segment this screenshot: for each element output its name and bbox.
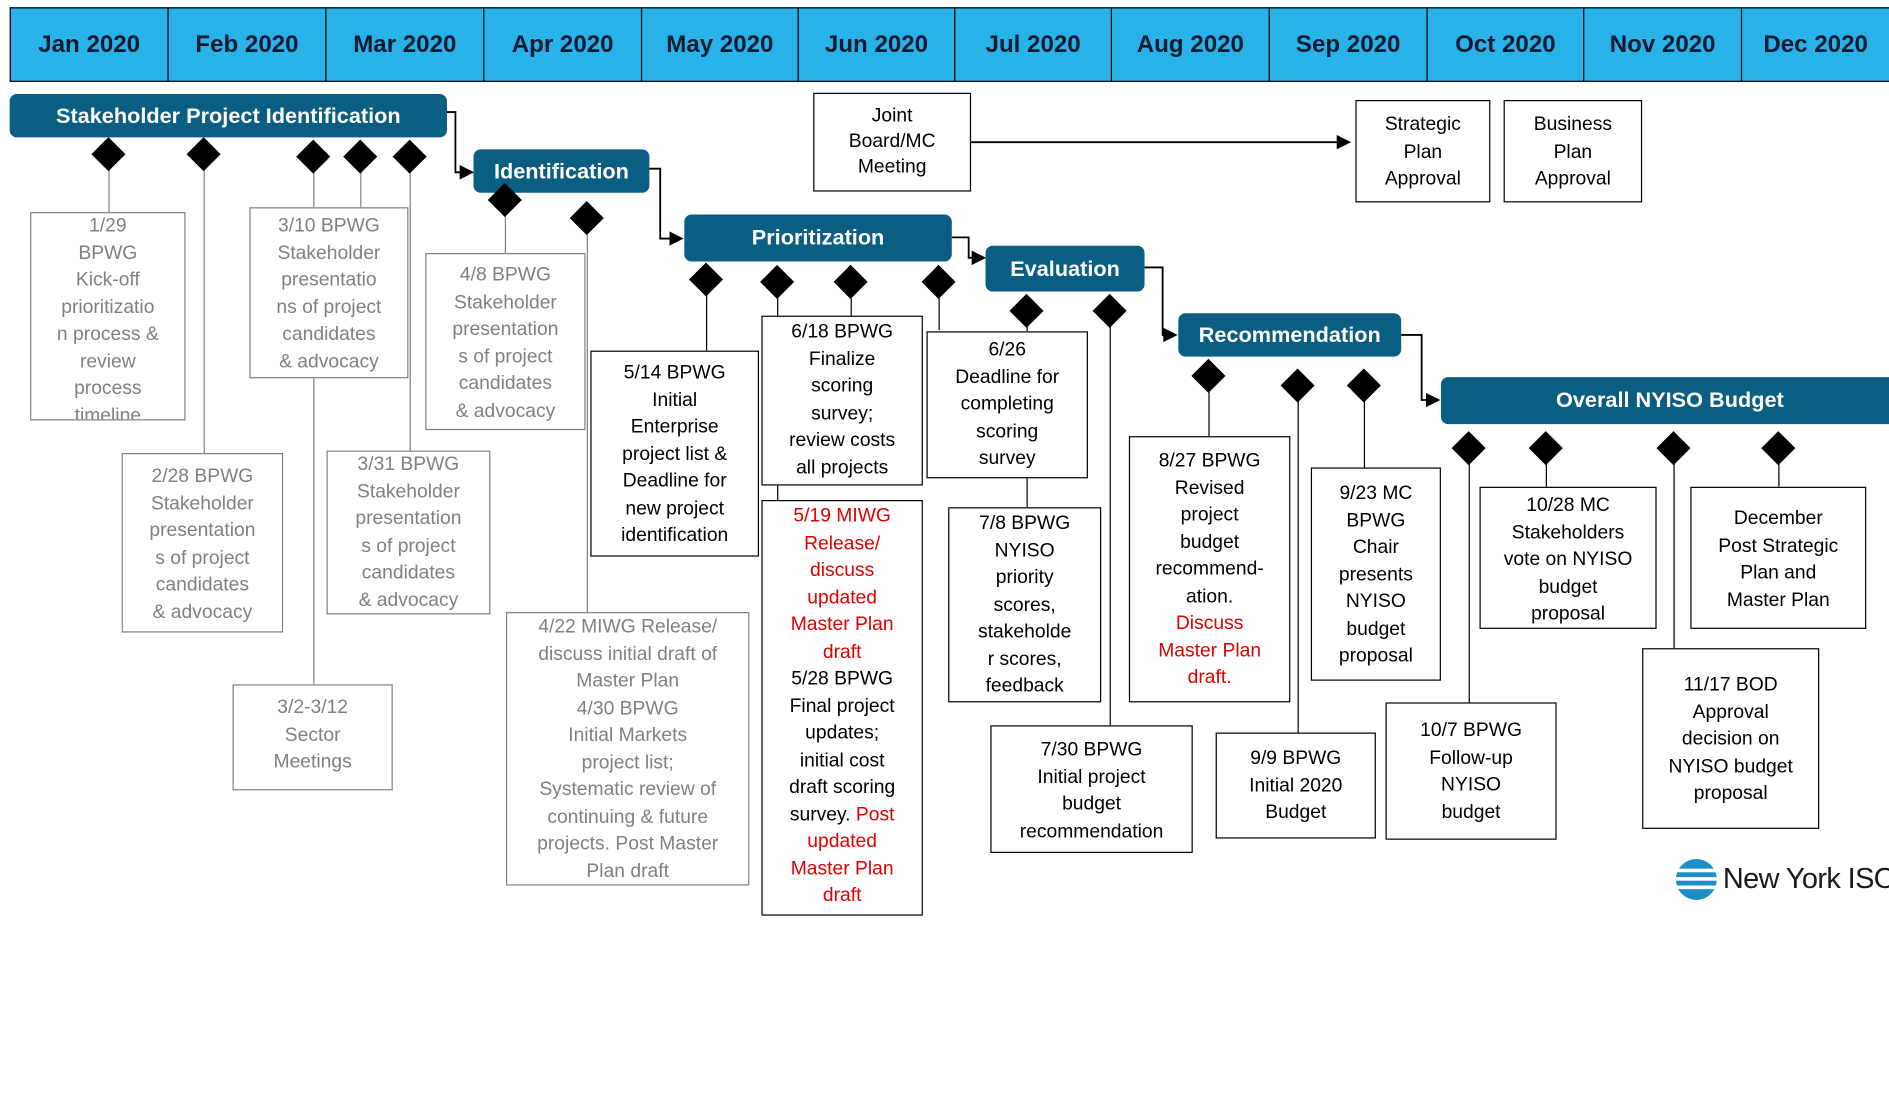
month-dec: Dec 2020 — [1740, 7, 1889, 82]
stem — [850, 289, 852, 316]
stem — [938, 289, 940, 331]
month-mar: Mar 2020 — [325, 7, 485, 82]
stem — [360, 166, 362, 208]
stem — [1673, 457, 1675, 649]
stem — [108, 166, 110, 213]
stem — [313, 378, 315, 685]
phase-prioritization: Prioritization — [684, 214, 952, 262]
month-aug: Aug 2020 — [1110, 7, 1270, 82]
new-york-iso-logo: New York ISO — [1675, 858, 1889, 901]
month-apr: Apr 2020 — [483, 7, 643, 82]
phase-recommendation: Recommendation — [1178, 313, 1402, 357]
month-feb: Feb 2020 — [167, 7, 327, 82]
month-jan: Jan 2020 — [9, 7, 169, 82]
stem — [504, 210, 507, 254]
stem — [1545, 457, 1547, 487]
stem — [777, 485, 779, 500]
stem — [1208, 385, 1210, 437]
phase-evaluation: Evaluation — [985, 245, 1145, 292]
stem — [1297, 395, 1299, 733]
phase-connectors — [446, 111, 1441, 408]
event-box-apr22: 4/22 MIWG Release/discuss initial draft … — [506, 612, 750, 886]
phase-overall-nyiso-budget: Overall NYISO Budget — [1440, 377, 1889, 425]
stem — [1363, 395, 1366, 468]
stem — [1778, 457, 1780, 487]
stem — [706, 289, 708, 351]
stem — [586, 228, 588, 613]
stem — [1109, 320, 1111, 726]
month-jun: Jun 2020 — [797, 7, 956, 82]
logo-text: New York ISO — [1722, 862, 1889, 896]
stem — [1026, 478, 1028, 508]
stem — [1468, 457, 1470, 703]
stem — [203, 166, 205, 454]
globe-icon — [1675, 859, 1717, 900]
month-sep: Sep 2020 — [1268, 7, 1428, 82]
stem — [409, 166, 411, 451]
month-may: May 2020 — [640, 7, 799, 82]
month-oct: Oct 2020 — [1426, 7, 1585, 82]
stem — [313, 166, 315, 208]
month-jul: Jul 2020 — [954, 7, 1113, 82]
stem — [777, 289, 779, 316]
phase-stakeholder-project-identification: Stakeholder Project Identification — [9, 93, 447, 138]
